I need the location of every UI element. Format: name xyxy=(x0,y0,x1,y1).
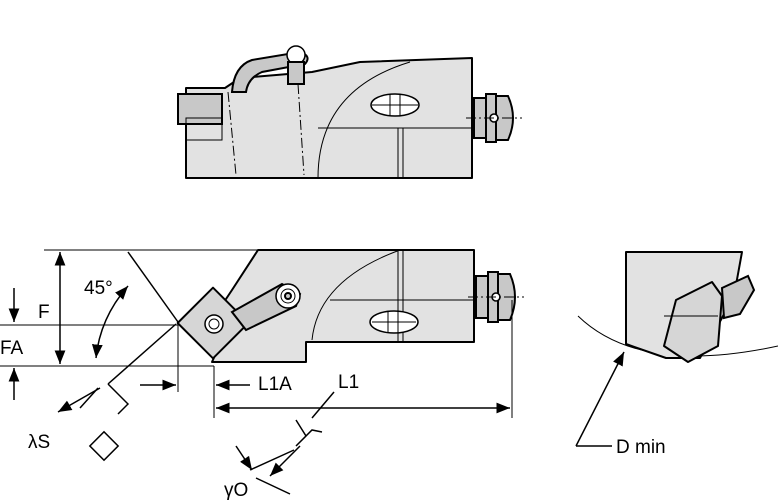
holder-body-top xyxy=(185,57,473,179)
label-f: F xyxy=(38,302,50,323)
bore-view xyxy=(575,251,778,447)
label-l1: L1 xyxy=(338,372,359,393)
coolant-slot-icon xyxy=(369,310,419,334)
plan-view xyxy=(0,249,524,495)
clamp-arc-top xyxy=(317,61,411,179)
label-angle-45: 45° xyxy=(84,278,113,299)
coolant-connector-plan xyxy=(468,271,524,323)
insert-screw xyxy=(204,314,224,334)
insert-end-view xyxy=(663,281,723,363)
label-fa: FA xyxy=(0,338,24,359)
top-side-view xyxy=(177,45,522,179)
coolant-connector-top xyxy=(466,93,522,143)
label-l1a: L1A xyxy=(258,374,292,395)
coolant-slot-icon xyxy=(370,93,420,117)
lambda-s-insert-detail xyxy=(88,430,120,462)
label-lambda-s: λS xyxy=(28,432,50,453)
insert-top xyxy=(177,93,223,125)
label-d-min: D min xyxy=(616,437,666,458)
clamp-end-view xyxy=(720,274,756,320)
clamp-arc-plan xyxy=(311,249,401,341)
label-gamma-o: γO xyxy=(224,480,248,501)
